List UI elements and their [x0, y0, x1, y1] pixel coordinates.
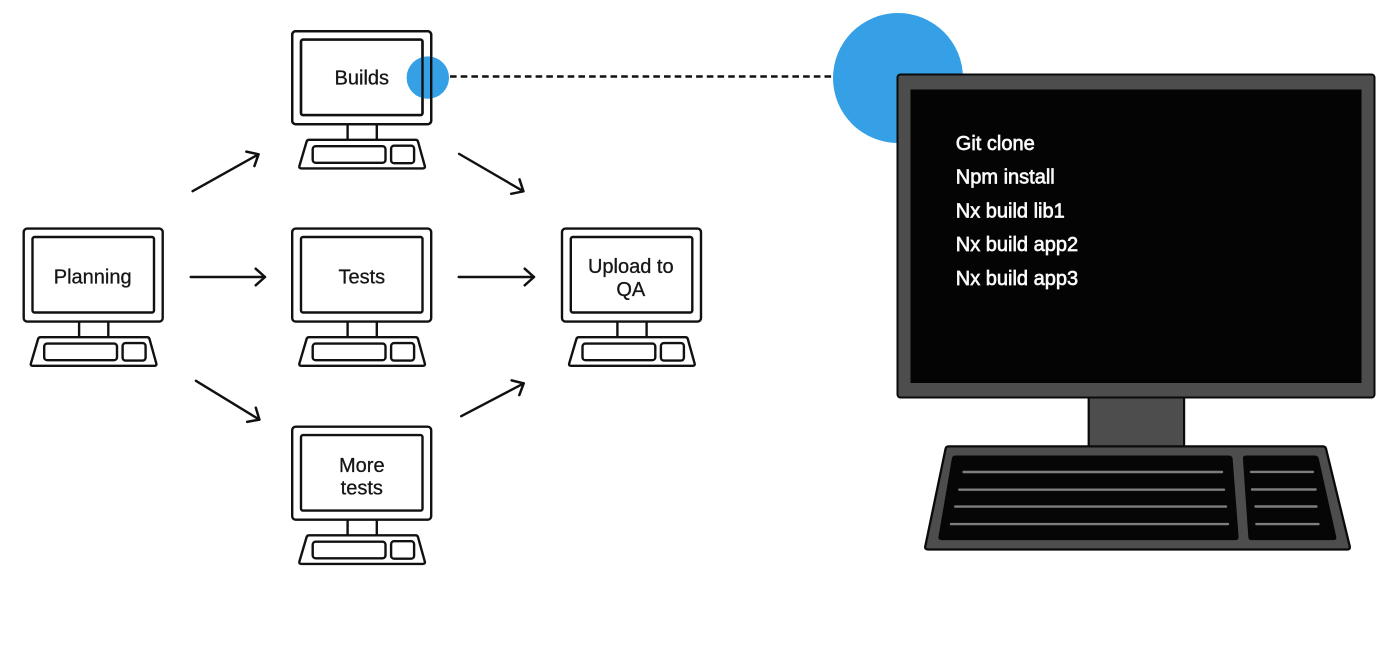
svg-text:tests: tests [341, 477, 383, 499]
svg-text:QA: QA [616, 279, 646, 301]
svg-text:Planning: Planning [54, 266, 132, 288]
svg-text:Tests: Tests [338, 266, 385, 288]
svg-text:Upload to: Upload to [588, 256, 674, 278]
svg-text:Nx build app3: Nx build app3 [956, 268, 1078, 290]
svg-text:Git clone: Git clone [956, 133, 1035, 155]
svg-text:Nx build app2: Nx build app2 [956, 234, 1078, 256]
svg-text:Npm install: Npm install [956, 167, 1055, 189]
svg-text:More: More [339, 455, 385, 477]
svg-text:Builds: Builds [335, 67, 389, 89]
svg-text:Nx build lib1: Nx build lib1 [956, 200, 1065, 222]
